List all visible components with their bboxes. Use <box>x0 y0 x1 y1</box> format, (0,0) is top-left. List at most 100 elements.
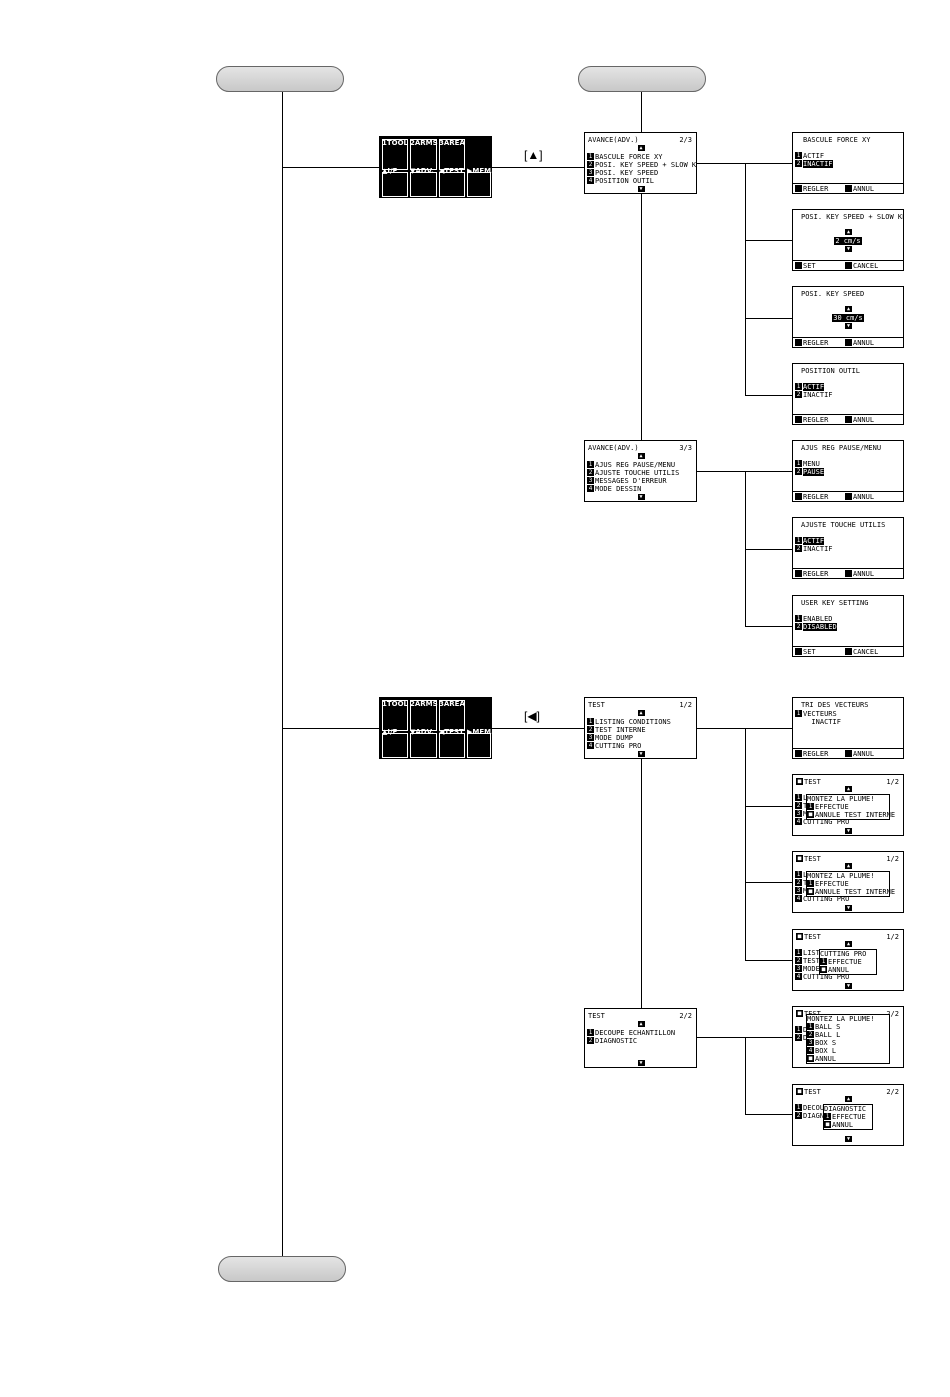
item-number-badge: 3 <box>795 887 802 894</box>
menu-cell <box>382 172 408 197</box>
menu-cell <box>382 139 408 170</box>
item-number-badge: 1 <box>795 710 802 717</box>
page-indicator: 1/2 <box>886 855 899 863</box>
function-key-icon <box>795 750 802 757</box>
connector <box>492 728 584 729</box>
list-item: MONTEZ LA PLUME! <box>807 795 875 803</box>
start-node-left <box>216 66 344 92</box>
up-arrow-icon: ▲ <box>637 453 645 459</box>
item-number-badge: 3 <box>587 477 594 484</box>
item-number-badge: ■ <box>796 855 803 862</box>
label: BOX L <box>815 1047 837 1055</box>
item-number-badge: 1 <box>795 152 802 159</box>
item-number-badge: 3 <box>795 810 802 817</box>
label: CUTTING PRO <box>595 742 642 750</box>
label: REGLER <box>795 750 828 758</box>
label: SET <box>803 648 816 656</box>
menu-cell <box>382 700 408 731</box>
menu-tab-arms: 2ARMS <box>410 139 438 147</box>
value-row: 2 cm/s <box>793 237 903 245</box>
screen-title: ■TEST <box>796 1088 821 1096</box>
item-number-badge: ■ <box>796 1088 803 1095</box>
menu-cell <box>467 733 491 758</box>
menu-tab-mem: ▶MEM. <box>467 728 494 736</box>
item-number-badge: 1 <box>795 949 802 956</box>
list-item: ■ANNUL <box>807 1055 889 1063</box>
label: ACTIF <box>803 537 825 545</box>
connector <box>641 194 642 440</box>
label: DIAGNO <box>803 1112 829 1120</box>
label: ANNUL <box>845 570 874 578</box>
menu-tab-if: ▲I/F <box>382 728 398 736</box>
item-number-badge: 1 <box>587 461 594 468</box>
label: REGLER <box>803 339 829 347</box>
label: ANNULE TEST INTERNE <box>815 811 896 819</box>
up-arrow-icon: ▲ <box>845 941 852 947</box>
label: REGLER <box>795 416 828 424</box>
page-indicator: 2/2 <box>679 1012 692 1020</box>
down-arrow-icon: ▼ <box>845 323 852 329</box>
down-arrow-icon: ▼ <box>845 246 852 252</box>
function-key-icon <box>845 570 852 577</box>
item-number-badge: 4 <box>807 1047 814 1054</box>
label: VECTEURS <box>803 710 837 718</box>
down-arrow-icon: ▼ <box>637 186 645 192</box>
connector <box>745 806 792 807</box>
page-indicator: 1/2 <box>886 778 899 786</box>
item-number-badge: 1 <box>795 383 802 390</box>
function-key-icon <box>795 570 802 577</box>
item-number-badge: 1 <box>795 794 802 801</box>
connector <box>745 728 746 960</box>
value-display: 30 cm/s <box>832 314 864 322</box>
item-number-badge: 2 <box>795 545 802 552</box>
menu-cell <box>382 733 408 758</box>
label: ACTIF <box>803 152 825 160</box>
item-number-badge: 1 <box>795 615 802 622</box>
page-indicator: 2/2 <box>886 1088 899 1096</box>
label: CANCEL <box>845 648 878 656</box>
connector <box>282 92 283 1256</box>
screen-title: POSITION OUTIL <box>801 367 861 375</box>
label: REGLER <box>795 339 828 347</box>
item-number-badge: 2 <box>795 879 802 886</box>
function-key-icon <box>845 750 852 757</box>
label: INACTIF <box>803 160 833 168</box>
screen-title: TEST <box>588 701 605 709</box>
item-number-badge: ■ <box>807 1055 814 1062</box>
item-number-badge: 1 <box>807 880 814 887</box>
item-number-badge: 2 <box>795 1034 802 1041</box>
item-number-badge: ■ <box>807 811 814 818</box>
function-key-icon <box>795 493 802 500</box>
menu-cell <box>410 733 437 758</box>
down-arrow-icon: ▼ <box>845 905 852 911</box>
label: MENU <box>803 460 820 468</box>
item-number-badge: 2 <box>587 161 594 168</box>
menu-tab-tool: 1TOOL <box>382 139 409 147</box>
screen-title: AVANCE(ADV.) <box>588 444 639 452</box>
screen-title: USER KEY SETTING <box>801 599 869 607</box>
screen-title: AJUSTE TOUCHE UTILIS <box>801 521 886 529</box>
label: TEST <box>804 933 821 941</box>
item-number-badge: ■ <box>796 933 803 940</box>
list-item: ■ANNULE TEST INTERNE <box>807 811 895 819</box>
item-number-badge: 1 <box>587 153 594 160</box>
